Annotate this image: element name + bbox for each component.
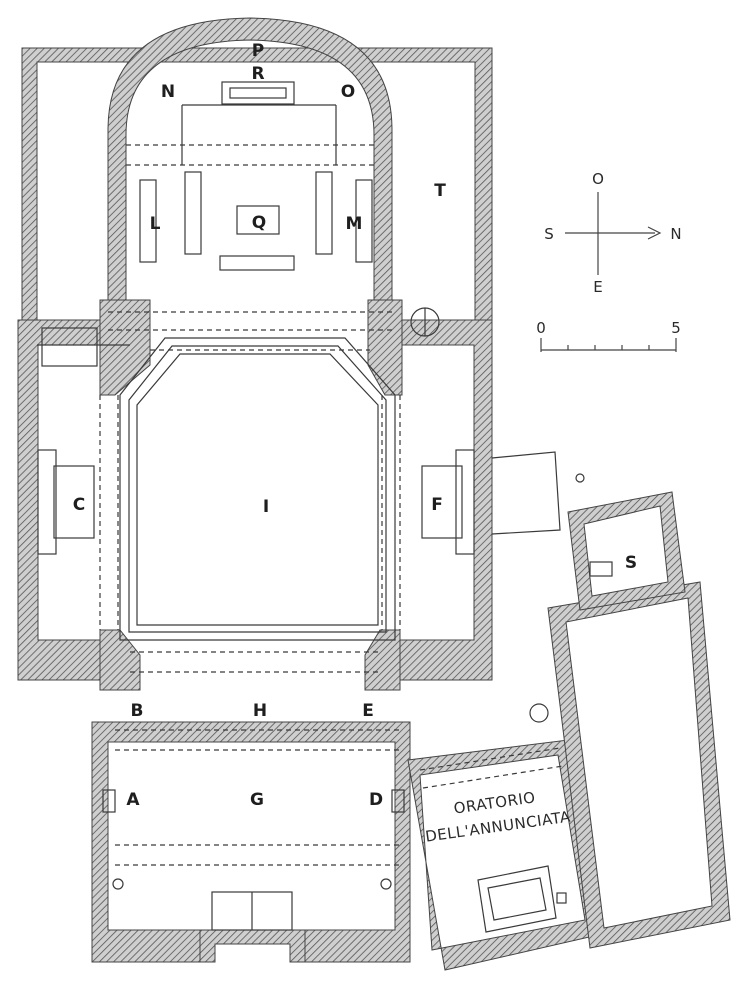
label-g: G	[250, 790, 264, 810]
sacristy-wall	[567, 491, 686, 611]
oratorio-line-2: DELL'ANNUNCIATA	[424, 808, 572, 846]
label-h: H	[253, 701, 267, 721]
chapel-c-niche	[37, 449, 57, 555]
well	[575, 473, 585, 483]
oratorio-label: ORATORIO DELL'ANNUNCIATA	[424, 788, 572, 846]
chapel-c-altar	[53, 465, 95, 539]
entry-niche-d	[391, 789, 405, 813]
label-t: T	[434, 181, 446, 201]
label-d: D	[369, 790, 383, 810]
stair-room-left	[41, 327, 98, 367]
octagon-inner	[136, 353, 379, 626]
label-e: E	[362, 701, 374, 721]
crossing-pier-left	[99, 299, 151, 396]
label-m: M	[346, 214, 363, 234]
label-r: R	[251, 64, 264, 84]
chapel-f-altar	[421, 465, 463, 539]
choir-bench-left	[184, 171, 202, 255]
side-bench-m	[355, 179, 373, 263]
north-hall-wall	[547, 581, 731, 949]
label-f: F	[431, 495, 443, 515]
label-c: C	[73, 495, 85, 515]
walls	[17, 17, 731, 971]
label-s: S	[625, 553, 637, 573]
crossing-pier-right	[367, 299, 403, 396]
label-q: Q	[252, 213, 266, 233]
corridor-door-room	[491, 451, 561, 535]
compass-north: N	[670, 225, 681, 243]
upper-block-wall	[21, 47, 493, 331]
label-b: B	[131, 701, 144, 721]
scale-start: 0	[536, 319, 546, 337]
entry-niche-a	[102, 789, 116, 813]
altar-step	[219, 255, 295, 271]
font-left	[112, 878, 124, 890]
room-labels: P R N O T L Q M C I F S B H E A G D	[73, 41, 637, 810]
compass	[565, 192, 662, 275]
scale-end: 5	[671, 319, 681, 337]
font-right	[380, 878, 392, 890]
entry-block-wall	[91, 721, 411, 963]
altar-q	[236, 205, 280, 235]
side-bench-l	[139, 179, 157, 263]
apse-wall	[107, 17, 393, 331]
scale-bar	[540, 338, 677, 352]
label-a: A	[126, 790, 140, 810]
octagon-mid	[128, 345, 387, 633]
oratorio-column	[529, 703, 549, 723]
label-i: I	[263, 497, 269, 517]
chapel-f-niche	[455, 449, 475, 555]
oratorio-altar	[477, 865, 557, 933]
altar-rail-top	[221, 81, 295, 105]
compass-west: O	[592, 170, 604, 188]
octagon-outer	[119, 337, 396, 641]
label-n: N	[161, 82, 175, 102]
label-l: L	[150, 214, 161, 234]
choir-bench-right	[315, 171, 333, 255]
altar-rail-top-inner	[229, 87, 287, 99]
label-o: O	[341, 82, 355, 102]
compass-east: E	[593, 278, 602, 296]
compass-south: S	[544, 225, 554, 243]
interior-lines	[37, 81, 613, 933]
label-p: P	[252, 41, 264, 61]
entry-portal	[199, 929, 306, 963]
